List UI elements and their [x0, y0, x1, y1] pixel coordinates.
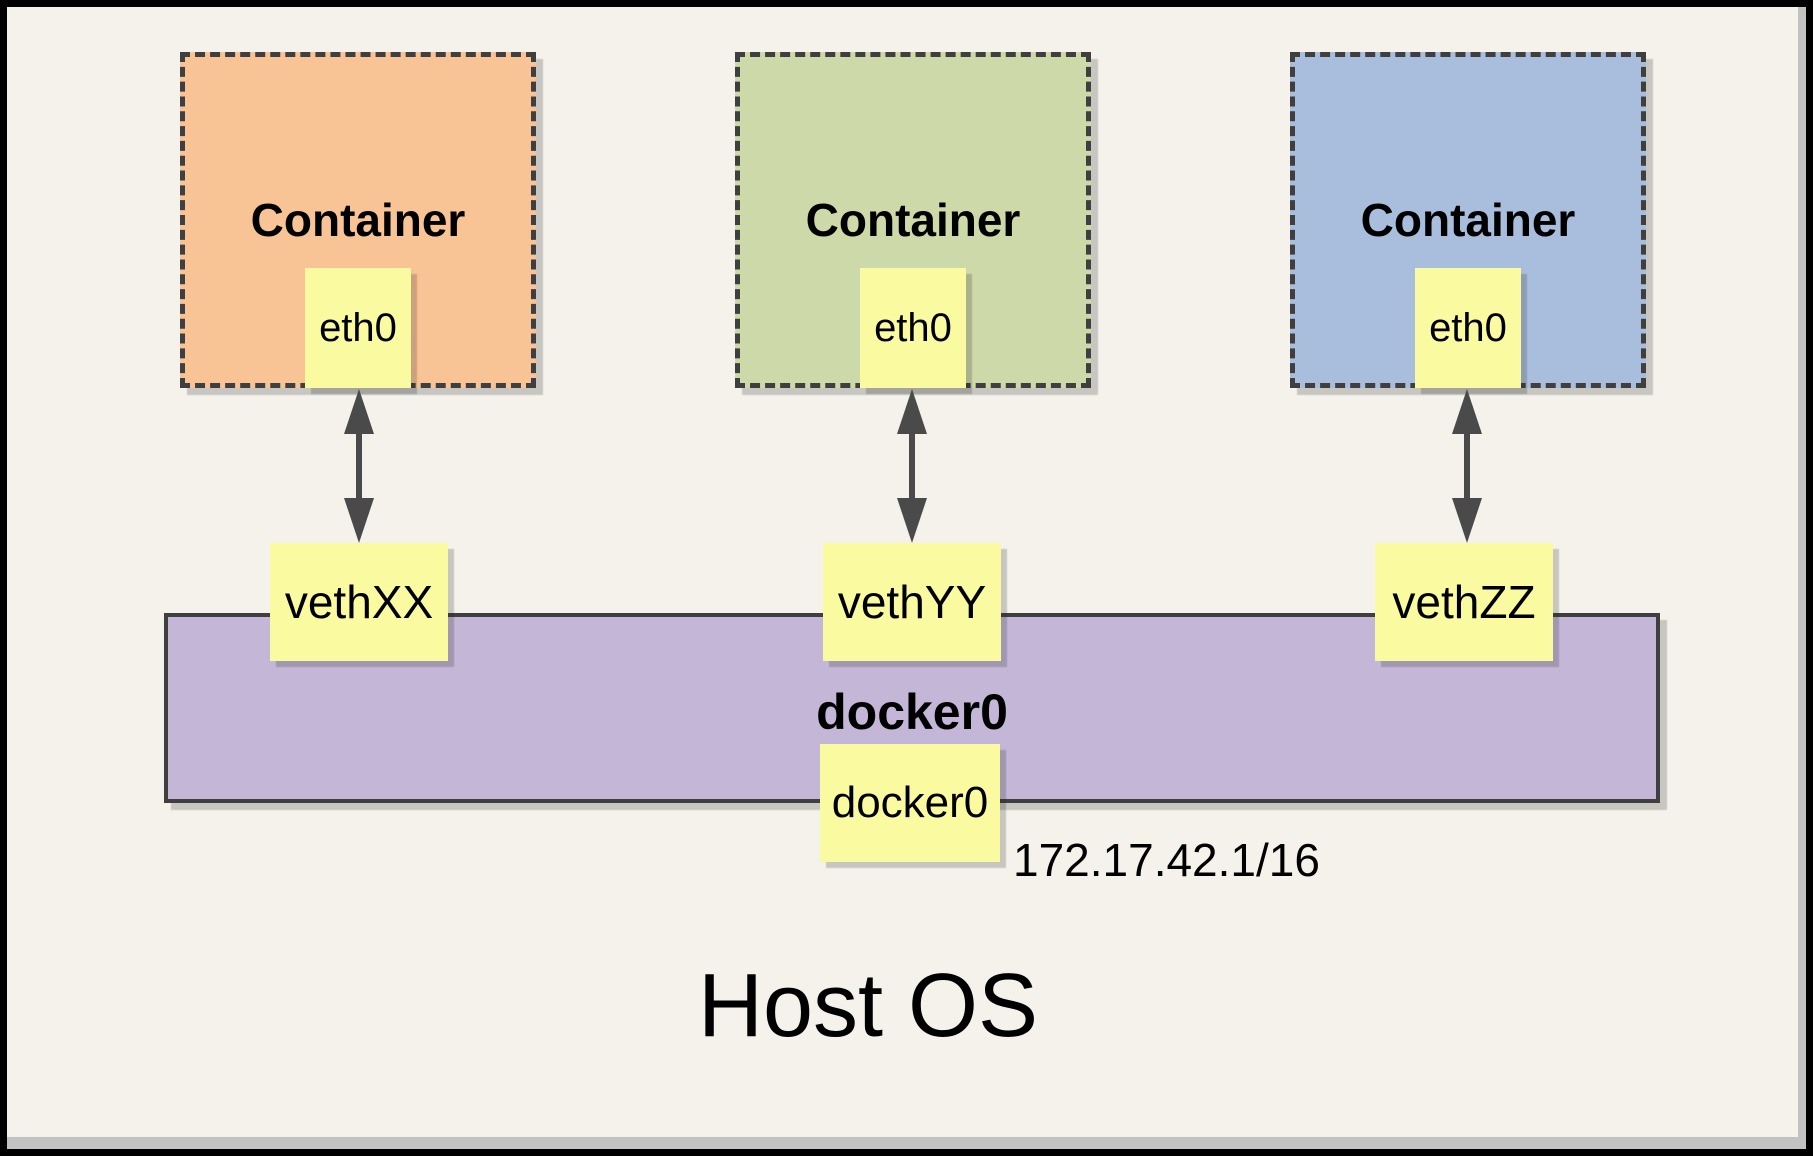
- bridge-ip-address-label: 172.17.42.1/16: [1013, 834, 1320, 886]
- container-label: Container: [250, 194, 466, 246]
- container-box-3: Container eth0: [1290, 52, 1646, 388]
- container-box-2: Container eth0: [735, 52, 1091, 388]
- eth0-interface-note: eth0: [305, 268, 411, 388]
- veth-link-arrow-1: [344, 389, 374, 543]
- container-box-1: Container eth0: [180, 52, 536, 388]
- host-os-label: Host OS: [697, 956, 1039, 1056]
- veth-link-arrow-3: [1452, 389, 1482, 543]
- eth0-interface-note: eth0: [860, 268, 966, 388]
- vethxx-note: vethXX: [270, 543, 448, 661]
- container-label: Container: [1360, 194, 1576, 246]
- host-os-canvas: Container eth0 Container eth0 Container …: [7, 7, 1806, 1149]
- eth0-interface-note: eth0: [1415, 268, 1521, 388]
- container-label: Container: [805, 194, 1021, 246]
- docker0-interface-note: docker0: [820, 744, 1000, 862]
- vethzz-note: vethZZ: [1375, 543, 1553, 661]
- veth-link-arrow-2: [897, 389, 927, 543]
- vethyy-note: vethYY: [823, 543, 1001, 661]
- docker0-bridge-label: docker0: [816, 684, 1008, 740]
